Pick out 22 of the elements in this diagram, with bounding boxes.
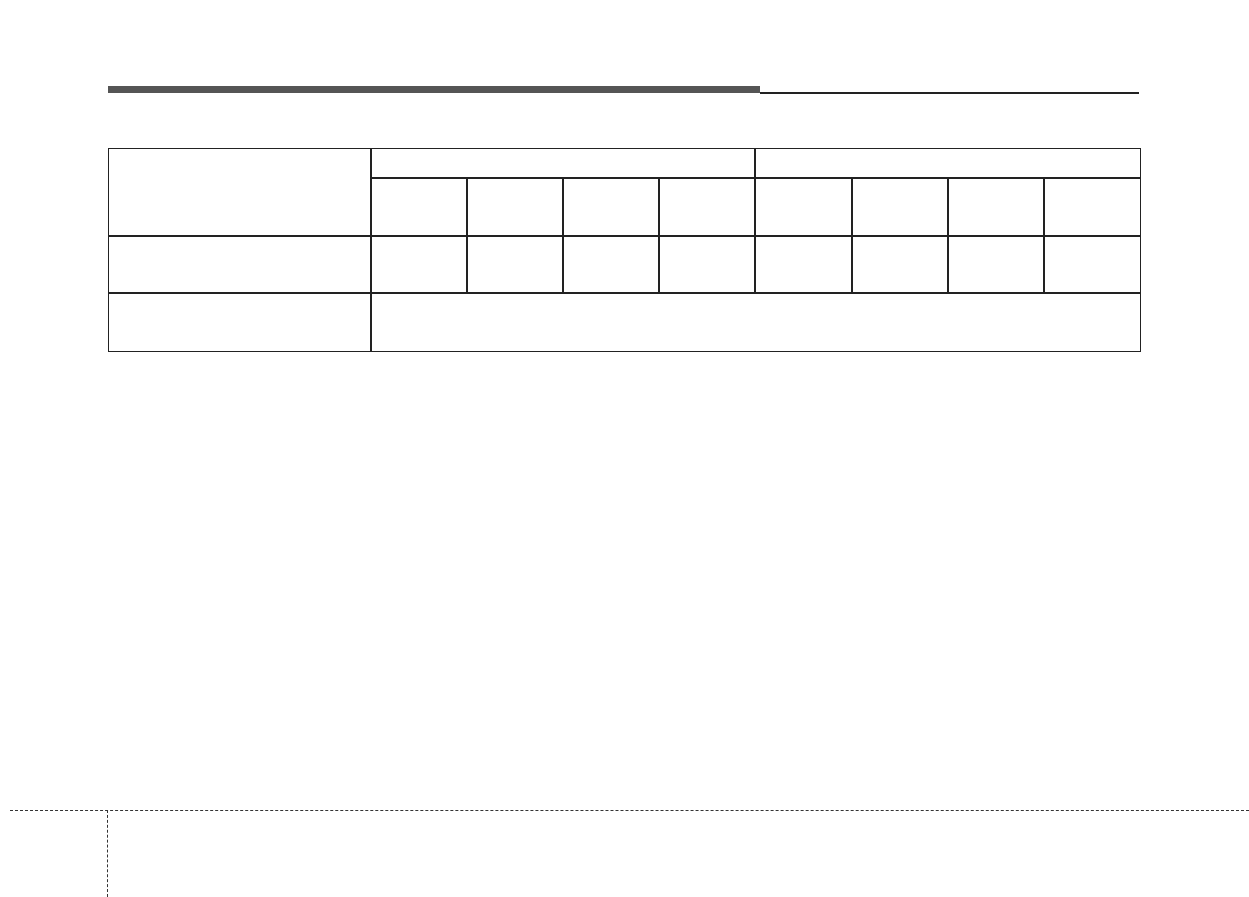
table-cell xyxy=(370,177,468,237)
table-cell xyxy=(370,235,468,294)
table-cell xyxy=(370,148,756,179)
table-cell xyxy=(466,235,564,294)
table-cell xyxy=(108,292,372,352)
table-cell xyxy=(562,177,660,237)
table-cell xyxy=(947,177,1045,237)
table-cell xyxy=(947,235,1045,294)
table-cell xyxy=(466,177,564,237)
table-cell xyxy=(851,177,949,237)
table-cell xyxy=(658,235,756,294)
table-cell xyxy=(754,148,1141,179)
table-cell xyxy=(1043,177,1141,237)
table-cell xyxy=(754,235,853,294)
table-cell xyxy=(562,235,660,294)
table-cell xyxy=(658,177,756,237)
table-cell xyxy=(108,235,372,294)
table-cell xyxy=(108,148,372,237)
table-cell xyxy=(1043,235,1141,294)
table-cell xyxy=(754,177,853,237)
table-cell xyxy=(370,292,1141,352)
table-cell xyxy=(851,235,949,294)
